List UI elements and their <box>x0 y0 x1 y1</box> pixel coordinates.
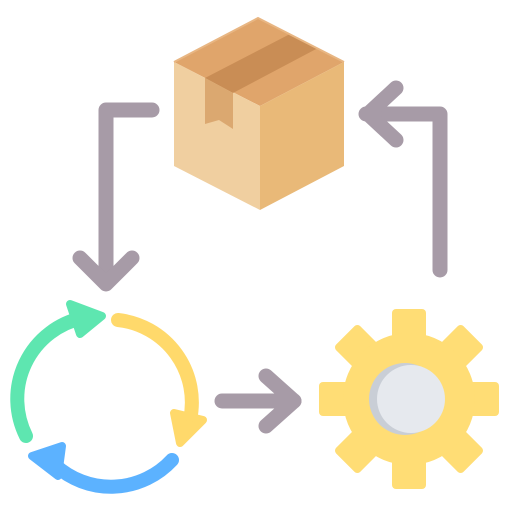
gear-icon <box>319 309 499 489</box>
arrow-down-left-icon <box>72 102 160 292</box>
arrow-right-icon <box>214 368 302 434</box>
recycle-icon <box>10 300 207 494</box>
box-icon <box>173 16 345 210</box>
gear-center <box>377 365 445 433</box>
arrow-up-left-icon <box>358 80 448 278</box>
